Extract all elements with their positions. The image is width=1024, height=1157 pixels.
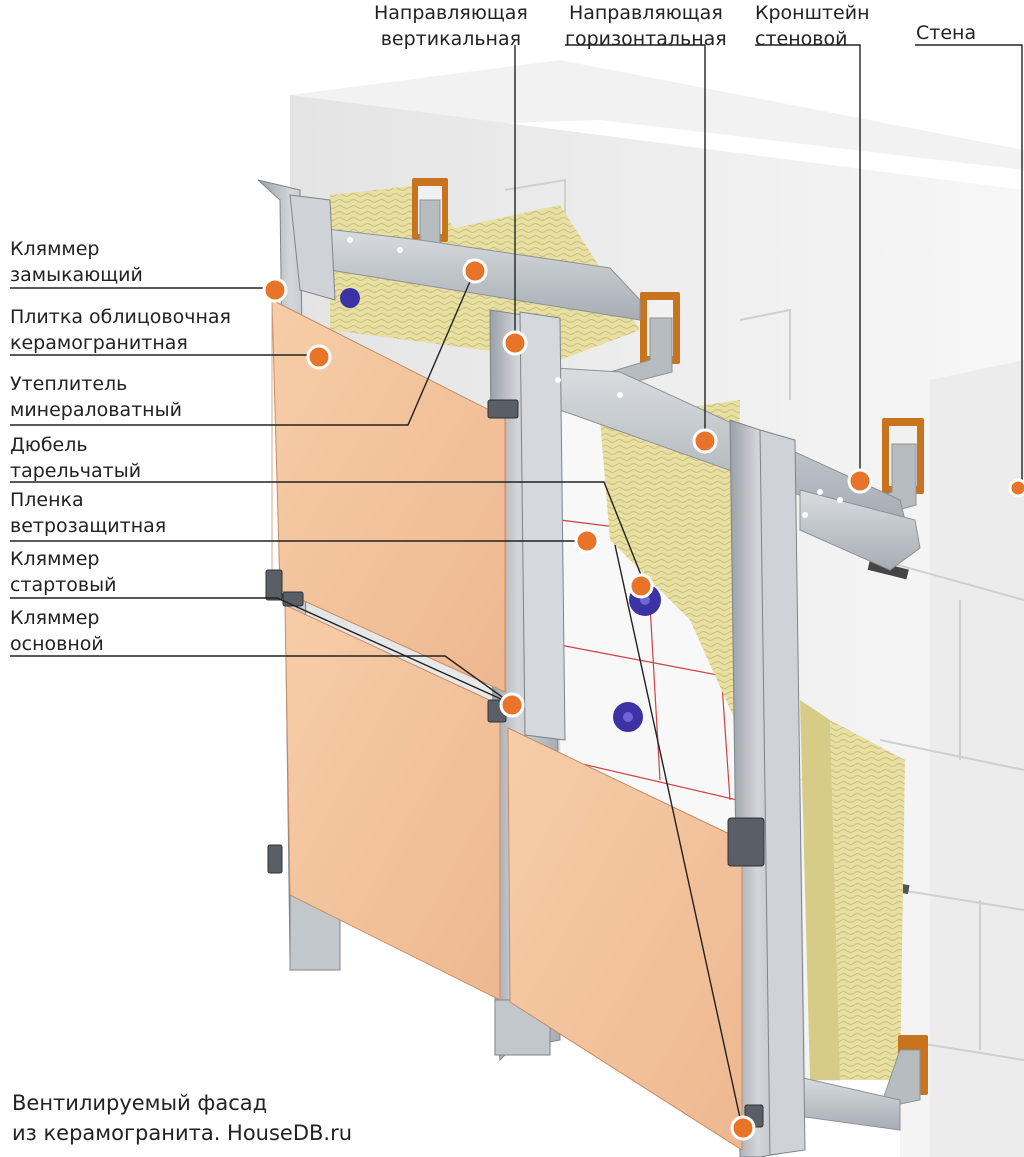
label-membrane-line2: ветрозащитная: [10, 515, 167, 537]
leader-insulation: [10, 269, 476, 426]
clamp: [727, 817, 765, 867]
vertical-guide-left-flange: [289, 194, 336, 301]
vertical-guide-right-flange: [759, 429, 806, 1156]
markers: [262, 258, 1024, 1141]
label-bracket: Кронштейн стеновой: [755, 0, 870, 52]
label-clamp-main-line2: основной: [10, 633, 104, 655]
marker-clamp-main: [499, 692, 525, 718]
label-clamp-closing-line1: Кляммер: [10, 238, 100, 260]
label-clamp-closing-line2: замыкающий: [10, 264, 143, 286]
dowel-3: [340, 288, 360, 308]
label-tile-line1: Плитка облицовочная: [10, 306, 231, 328]
label-clamp-start-line2: стартовый: [10, 574, 117, 596]
clamp: [487, 399, 519, 419]
label-guide-vertical: Направляющая вертикальная: [374, 0, 528, 52]
marker-guide-horizontal: [692, 428, 718, 454]
horizontal-guide-bottom: [789, 1074, 901, 1131]
horizontal-guide-right: [799, 489, 921, 571]
tile-edges: [271, 300, 507, 694]
label-guide-horizontal-line1: Направляющая: [568, 2, 723, 24]
marker-clamp-bottom: [730, 1115, 756, 1141]
label-bracket-line2: стеновой: [755, 28, 848, 50]
clamp: [282, 591, 304, 607]
marker-dowel: [628, 573, 654, 599]
bracket-2: [609, 292, 680, 389]
wall-block-right: [930, 360, 1024, 1157]
leader-clamp-bottom: [614, 544, 743, 1128]
wall-block-joints: [504, 178, 1024, 1061]
marker-tile: [306, 344, 332, 370]
leader-bracket: [755, 44, 861, 480]
marker-membrane: [574, 528, 600, 554]
leader-guide-horizontal: [565, 44, 706, 440]
label-clamp-start: Кляммер стартовый: [10, 546, 116, 598]
label-clamp-start-line1: Кляммер: [10, 548, 100, 570]
leader-lines: [10, 44, 1023, 1128]
label-clamp-closing: Кляммер замыкающий: [10, 236, 143, 288]
clamp: [267, 844, 283, 874]
label-membrane: Пленка ветрозащитная: [10, 487, 166, 539]
leader-wall: [915, 44, 1023, 488]
label-clamp-main-line1: Кляммер: [10, 607, 100, 629]
leader-clamp-start: [10, 597, 513, 705]
label-dowel: Дюбель тарельчатый: [10, 432, 141, 484]
label-tile: Плитка облицовочная керамогранитная: [10, 304, 231, 356]
vertical-guide-middle-flange: [519, 311, 566, 741]
leader-dowel: [10, 481, 646, 586]
label-insulation-line2: минераловатный: [10, 399, 182, 421]
dowel-2: [613, 702, 643, 732]
label-membrane-line1: Пленка: [10, 489, 84, 511]
wall-top-face: [290, 60, 1024, 170]
porcelain-tiles: [271, 299, 743, 1151]
label-insulation: Утеплитель минераловатный: [10, 371, 182, 423]
marker-clamp-closing: [262, 277, 288, 303]
label-insulation-line1: Утеплитель: [10, 373, 128, 395]
label-dowel-line2: тарельчатый: [10, 460, 142, 482]
marker-bracket: [847, 468, 873, 494]
label-dowel-line1: Дюбель: [10, 434, 88, 456]
label-clamp-main: Кляммер основной: [10, 605, 104, 657]
label-guide-vertical-line1: Направляющая: [374, 2, 528, 24]
label-bracket-line1: Кронштейн: [755, 2, 870, 24]
caption-line2: из керамогранита. HouseDB.ru: [12, 1121, 353, 1145]
label-wall-text: Стена: [916, 22, 977, 44]
tile-bottom-left: [284, 604, 501, 1001]
tile-bottom-right: [507, 727, 743, 1151]
marker-wall: [1008, 478, 1024, 498]
marker-guide-vertical: [502, 330, 528, 356]
label-tile-line2: керамогранитная: [10, 332, 188, 354]
leader-clamp-main: [10, 655, 513, 705]
clamp: [265, 569, 283, 601]
label-guide-vertical-line2: вертикальная: [380, 28, 522, 50]
marker-insulation: [462, 258, 488, 284]
label-guide-horizontal-line2: горизонтальная: [565, 28, 727, 50]
label-guide-horizontal: Направляющая горизонтальная: [565, 0, 727, 52]
bracket-4: [879, 1035, 928, 1109]
caption: Вентилируемый фасад из керамогранита. Ho…: [12, 1088, 352, 1148]
label-wall: Стена: [916, 20, 976, 46]
caption-line1: Вентилируемый фасад: [12, 1091, 268, 1115]
